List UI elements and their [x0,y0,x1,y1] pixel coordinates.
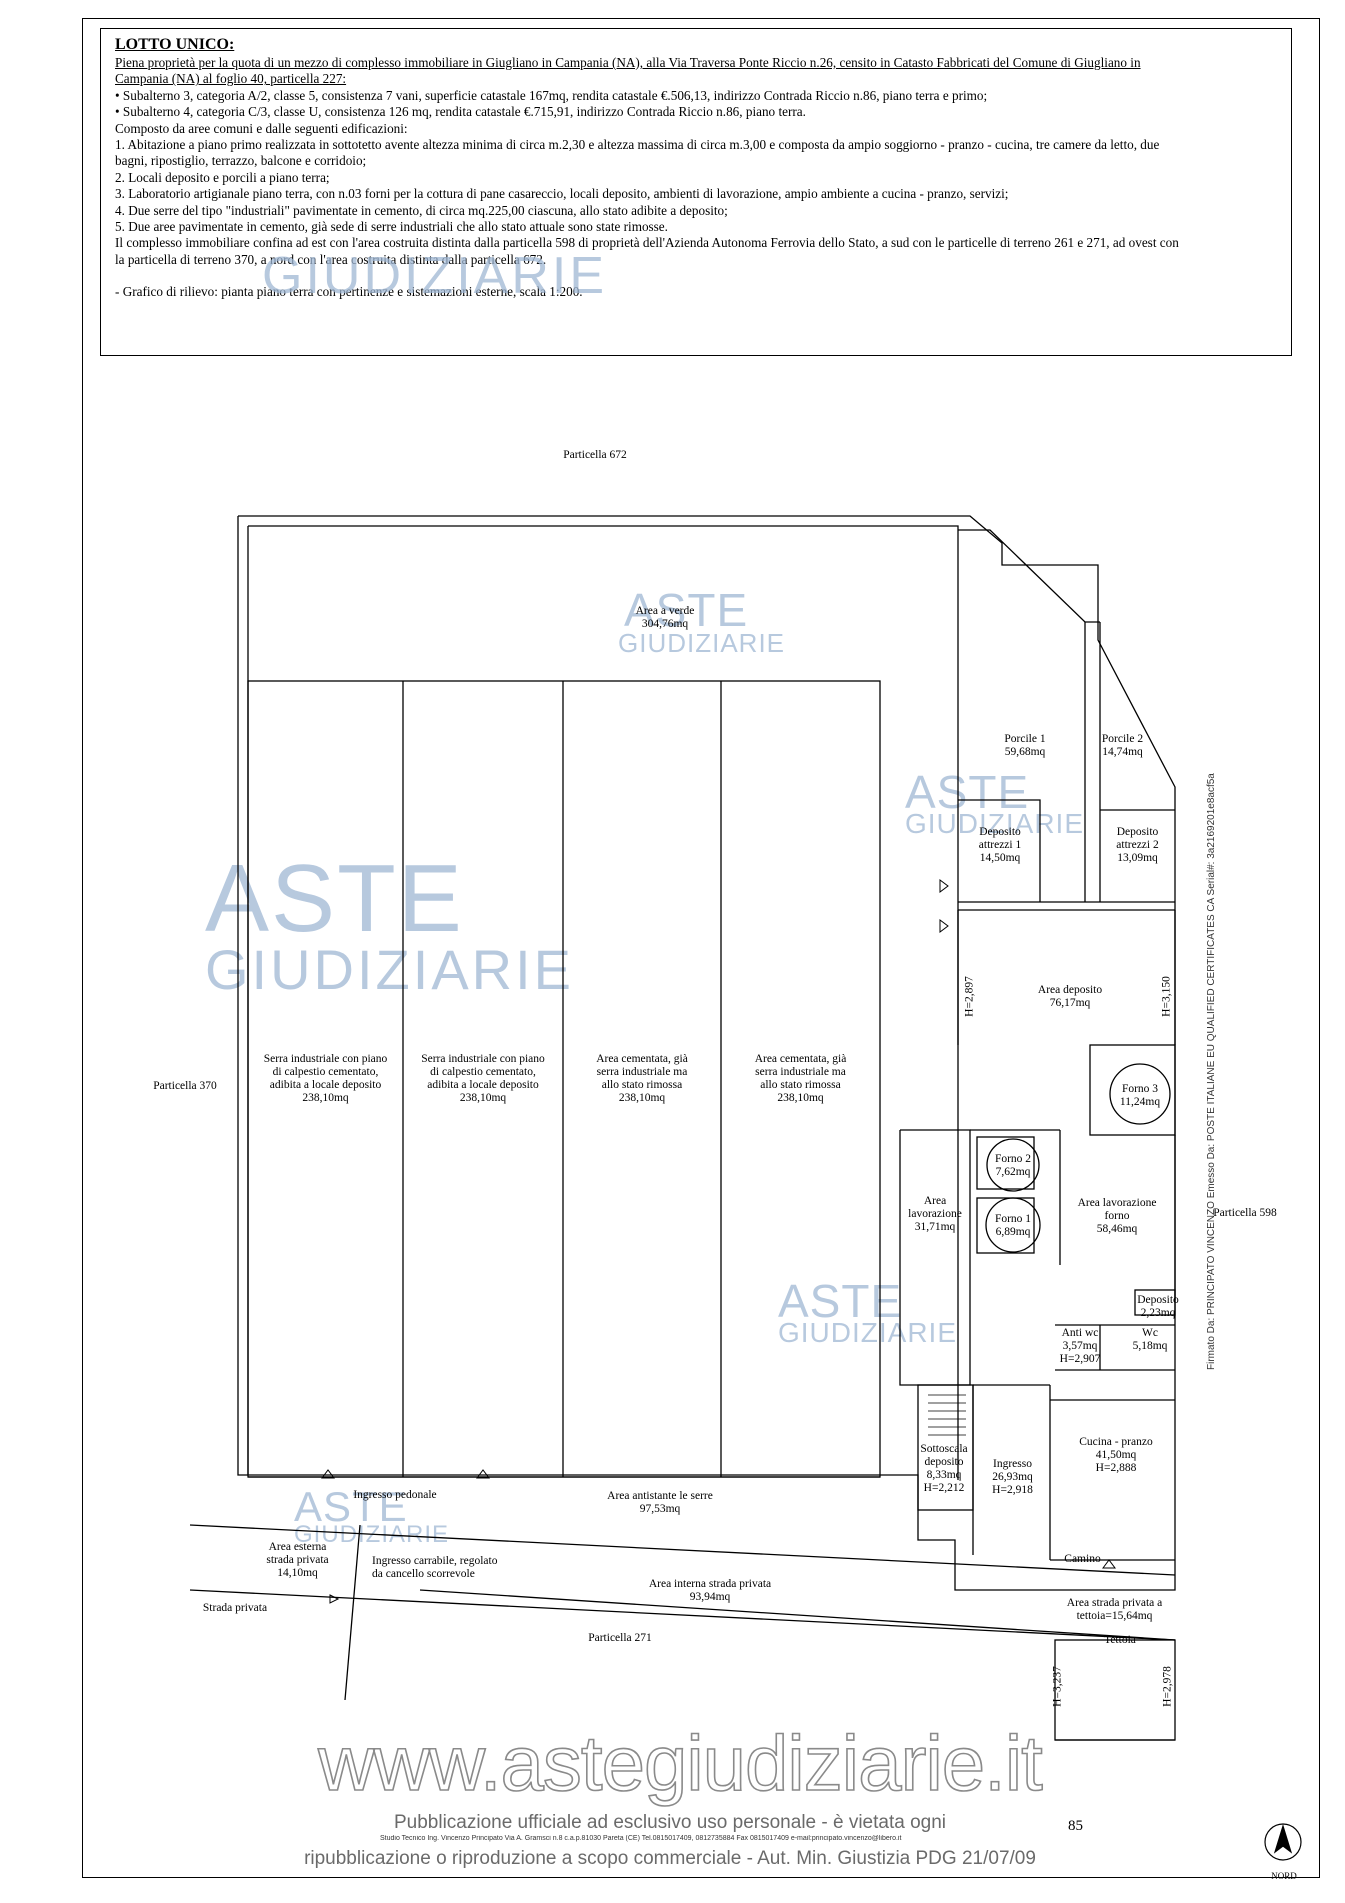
label-particella-370: Particella 370 [153,1080,217,1092]
footer-line-1: Pubblicazione ufficiale ad esclusivo uso… [393,1812,947,1833]
header-line: Il complesso immobiliare confina ad est … [115,235,1179,251]
watermark-mid: ASTE GIUDIZIARIE [778,1275,958,1348]
label-particella-598: Particella 598 [1213,1207,1277,1219]
header-box: LOTTO UNICO: Piena proprietà per la quot… [100,28,1292,356]
watermark-verde: ASTE GIUDIZIARIE [618,584,786,658]
header-line: Piena proprietà per la quota di un mezzo… [115,55,1141,70]
header-line: 4. Due serre del tipo "industriali" pavi… [115,202,728,218]
header-line: • Subalterno 4, categoria C/3, classe U,… [115,104,806,120]
footer-line-2: ripubblicazione o riproduzione a scopo c… [304,1848,1036,1869]
label-nord: NORD [1271,1871,1297,1881]
studio-info: Studio Tecnico Ing. Vincenzo Principato … [380,1835,902,1842]
label-strada-privata: Strada privata [202,1602,268,1614]
header-line: - Grafico di rilievo: pianta piano terra… [115,284,583,300]
label-particella-672: Particella 672 [563,449,627,461]
green-area-border [248,525,959,1480]
header-line: Composto da aree comuni e dalle seguenti… [115,120,408,136]
north-arrow-icon [1264,1823,1302,1861]
label-h-3237: H=3,237 [1051,1666,1064,1707]
header-line: • Subalterno 3, categoria A/2, classe 5,… [115,87,988,103]
label-particella-271: Particella 271 [588,1632,652,1644]
header-line: 1. Abitazione a piano primo realizzata i… [115,137,1160,153]
lot-title: LOTTO UNICO: [115,36,235,53]
label-tettoia: Tettoia [1104,1634,1136,1646]
label-h-2897: H=2,897 [963,976,976,1017]
header-line: Campania (NA) al foglio 40, particella 2… [115,71,347,87]
watermark-bottom: ASTE GIUDIZIARIE [294,1483,450,1548]
header-line: 3. Laboratorio artigianale piano terra, … [115,186,1009,202]
entrance-arrows [321,879,1116,1604]
watermark-right: ASTE GIUDIZIARIE [905,766,1085,839]
label-h-2978: H=2,978 [1161,1666,1174,1707]
label-ingresso-pedonale: Ingresso pedonale [353,1489,437,1501]
watermark-top: GIUDIZIARIE [262,247,608,305]
header-line: 5. Due aree pavimentate in cemento, già … [115,219,668,235]
page-number: 85 [1068,1818,1083,1834]
label-camino: Camino [1064,1553,1101,1565]
page-frame [82,18,1320,1878]
header-line: bagni, ripostiglio, terrazzo, balcone e … [115,153,367,169]
header-description: Piena proprietà per la quota di un mezzo… [115,55,1277,301]
website-watermark: www.astegiudiziarie.it [317,1718,1043,1808]
label-h-3150: H=3,150 [1160,976,1173,1017]
digital-signature: Firmato Da: PRINCIPATO VINCENZO Emesso D… [1206,773,1217,1370]
header-line: 2. Locali deposito e porcili a piano ter… [115,169,330,185]
header-line: la particella di terreno 370, a nord con… [115,251,547,267]
